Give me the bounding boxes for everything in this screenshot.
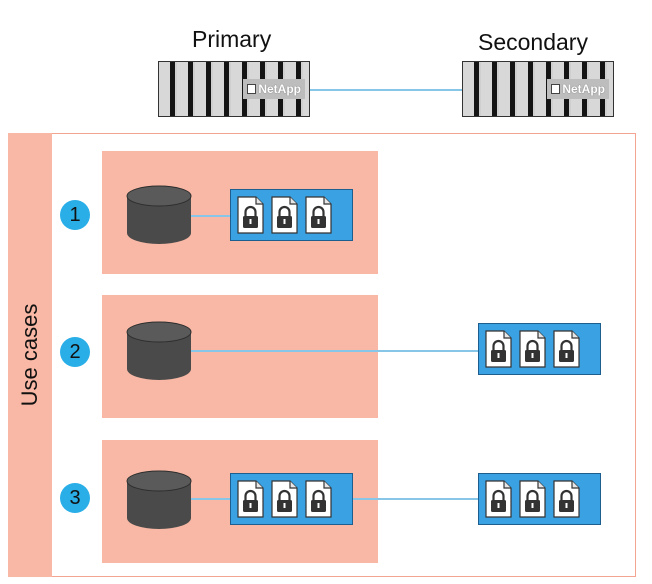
locked-file-icon (305, 480, 332, 518)
locked-file-icon (553, 330, 580, 368)
locked-file-icon (237, 196, 264, 234)
step-2-badge: 2 (60, 337, 90, 367)
locked-file-icon (271, 480, 298, 518)
database-volume-icon (126, 470, 192, 529)
primary-label: Primary (192, 26, 272, 52)
locked-snapshot-group (478, 323, 601, 375)
use-cases-label: Use cases (17, 303, 42, 407)
case-1-link (190, 215, 232, 217)
locked-snapshot-group (478, 473, 601, 525)
case-2-link (190, 350, 480, 352)
locked-snapshot-group (230, 189, 353, 241)
vendor-brand: NetApp (258, 82, 301, 96)
secondary-storage-array-icon: NetApp (462, 61, 614, 117)
vendor-brand: NetApp (562, 82, 605, 96)
locked-snapshot-group (230, 473, 353, 525)
vendor-badge: NetApp (243, 79, 305, 99)
locked-file-icon (237, 480, 264, 518)
vendor-logo-icon (247, 84, 257, 94)
secondary-label: Secondary (478, 29, 588, 55)
database-volume-icon (126, 321, 192, 380)
locked-file-icon (485, 480, 512, 518)
locked-file-icon (485, 330, 512, 368)
locked-file-icon (519, 330, 546, 368)
vendor-logo-icon (551, 84, 561, 94)
case-3-link-a (190, 498, 232, 500)
primary-storage-array-icon: NetApp (158, 61, 310, 117)
locked-file-icon (271, 196, 298, 234)
database-volume-icon (126, 185, 192, 244)
replication-link-top (310, 89, 463, 91)
step-1-badge: 1 (60, 200, 90, 230)
case-3-link-b (353, 498, 479, 500)
locked-file-icon (553, 480, 580, 518)
locked-file-icon (519, 480, 546, 518)
locked-file-icon (305, 196, 332, 234)
use-cases-band (8, 133, 52, 577)
step-3-badge: 3 (60, 483, 90, 513)
vendor-badge: NetApp (547, 79, 609, 99)
